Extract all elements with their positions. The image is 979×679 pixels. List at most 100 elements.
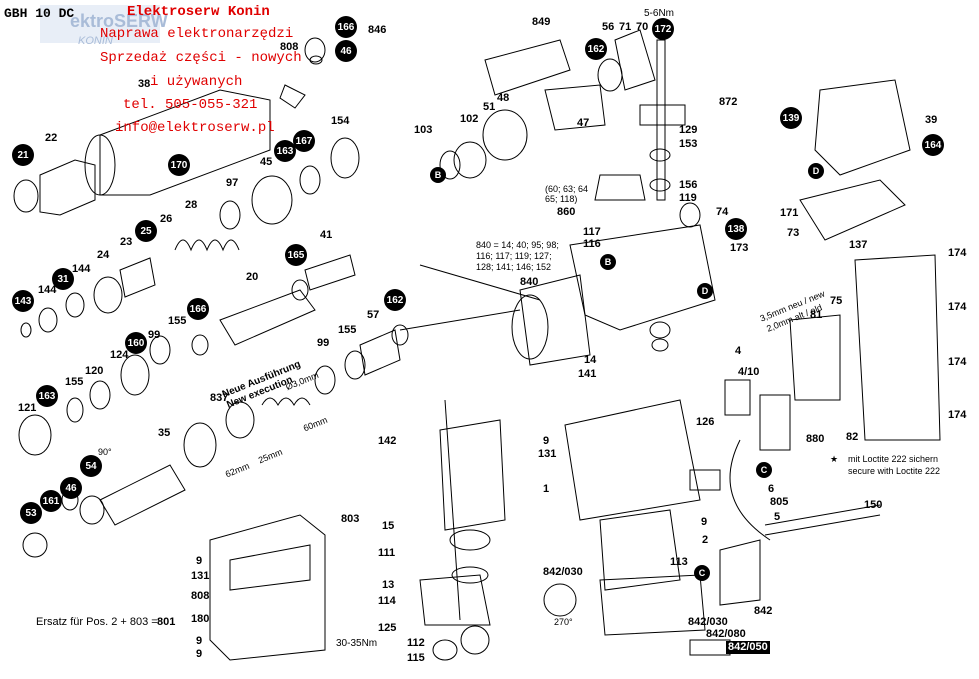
handle-75 xyxy=(854,254,941,441)
part-label: 99 xyxy=(317,337,330,349)
part-label: 4/10 xyxy=(738,366,760,378)
shop-line-1: Naprawa elektronarzędzi xyxy=(100,26,294,42)
part-label: 171 xyxy=(780,207,799,219)
part-label: 73 xyxy=(787,227,800,239)
part-label: 155 xyxy=(338,324,357,336)
loctite-de: mit Loctite 222 sichern xyxy=(848,454,939,464)
part-badge: 162 xyxy=(585,38,607,60)
part-badge: C xyxy=(756,462,772,478)
motor-housing-1 xyxy=(564,399,701,521)
angle-270: 270° xyxy=(554,617,573,627)
part-label: 24 xyxy=(97,249,110,261)
ersatz-note: Ersatz für Pos. 2 + 803 = xyxy=(36,616,158,628)
part-badge: 54 xyxy=(80,455,102,477)
part-badge: 166 xyxy=(335,16,357,38)
set-840-a: 840 = 14; 40; 95; 98; xyxy=(476,240,559,250)
stator-2 xyxy=(599,509,681,591)
part-label: 153 xyxy=(679,138,698,150)
part-label: 174 xyxy=(948,356,967,368)
page-title: GBH 10 DC xyxy=(4,6,75,21)
ersatz-number: 801 xyxy=(157,616,176,628)
part-label: 842/050 xyxy=(726,641,770,654)
part-label: 112 xyxy=(407,637,425,649)
part-label: 156 xyxy=(679,179,698,191)
part-label: 23 xyxy=(120,236,133,248)
loctite-en: secure with Loctite 222 xyxy=(848,466,941,476)
shop-phone: tel. 505-055-321 xyxy=(123,97,258,113)
part-label: 28 xyxy=(185,199,198,211)
shop-line-2: Sprzedaż części - nowych xyxy=(100,50,302,66)
set-860-a: (60; 63; 64 xyxy=(545,184,589,194)
set-860-b: 65; 118) xyxy=(545,194,578,204)
torque-bottom-note: 30-35Nm xyxy=(336,638,378,649)
part-badge: B xyxy=(600,254,616,270)
cover-39 xyxy=(814,79,911,176)
part-label: 51 xyxy=(483,101,496,113)
part-label: 56 xyxy=(602,21,615,33)
part-label: 38 xyxy=(138,78,151,90)
part-badge: 46 xyxy=(335,40,357,62)
part-label: 842 xyxy=(754,605,773,617)
set-840-c: 128; 141; 146; 152 xyxy=(476,262,552,272)
part-badge: 21 xyxy=(12,144,34,166)
part-label: 26 xyxy=(160,213,173,225)
part-label: 75 xyxy=(830,295,843,307)
part-label: 144 xyxy=(72,263,91,275)
part-label: 849 xyxy=(532,16,551,28)
part-badge: 143 xyxy=(12,290,34,312)
part-label: 872 xyxy=(719,96,738,108)
part-label: 860 xyxy=(557,206,576,218)
part-label: 102 xyxy=(460,113,479,125)
part-label: 2 xyxy=(702,534,709,546)
part-label: 70 xyxy=(636,21,649,33)
part-label: 142 xyxy=(378,435,397,447)
part-badge: 166 xyxy=(187,298,209,320)
part-label: 808 xyxy=(280,41,299,53)
part-badge: D xyxy=(697,283,713,299)
part-label: 150 xyxy=(864,499,883,511)
part-badge: 160 xyxy=(125,332,147,354)
part-label: 111 xyxy=(378,547,396,559)
part-label: 121 xyxy=(18,402,37,414)
part-label: 35 xyxy=(158,427,171,439)
part-label: 22 xyxy=(45,132,58,144)
part-badge: 165 xyxy=(285,244,307,266)
part-label: 837 xyxy=(210,392,229,404)
watermark-text: ektroSERW xyxy=(70,11,168,31)
handle-849 xyxy=(484,39,571,96)
part-label: 114 xyxy=(378,595,396,607)
part-label: 840 xyxy=(520,276,539,288)
part-label: 20 xyxy=(246,271,259,283)
part-label: 9 xyxy=(196,648,203,660)
part-label: 141 xyxy=(578,368,597,380)
part-label: 82 xyxy=(846,431,859,443)
part-label: 9 xyxy=(543,435,550,447)
part-label: 74 xyxy=(716,206,729,218)
part-label: 115 xyxy=(407,652,425,664)
part-label: 137 xyxy=(849,239,868,251)
part-label: 14 xyxy=(584,354,597,366)
part-badge: 139 xyxy=(780,107,802,129)
part-label: 144 xyxy=(38,284,57,296)
shop-email: info@elektroserw.pl xyxy=(115,120,275,136)
part-label: 117 xyxy=(583,226,601,238)
armature-142 xyxy=(439,419,506,531)
part-badge: 167 xyxy=(293,130,315,152)
watermark-subtext: KONIN xyxy=(78,35,113,47)
shaft-35 xyxy=(99,464,186,526)
gear-860 xyxy=(594,174,646,201)
part-label: 131 xyxy=(538,448,557,460)
part-label: 41 xyxy=(320,229,333,241)
part-label: 6 xyxy=(768,483,775,495)
part-badge: D xyxy=(808,163,824,179)
part-badge: 163 xyxy=(274,140,296,162)
part-label: 48 xyxy=(497,92,510,104)
part-label: 131 xyxy=(191,570,210,582)
spring-28 xyxy=(174,239,240,252)
part-label: 174 xyxy=(948,409,967,421)
part-label: 174 xyxy=(948,301,967,313)
part-badge: 163 xyxy=(36,385,58,407)
part-label: 119 xyxy=(679,192,697,204)
part-label: 45 xyxy=(260,156,273,168)
part-label: 13 xyxy=(382,579,395,591)
